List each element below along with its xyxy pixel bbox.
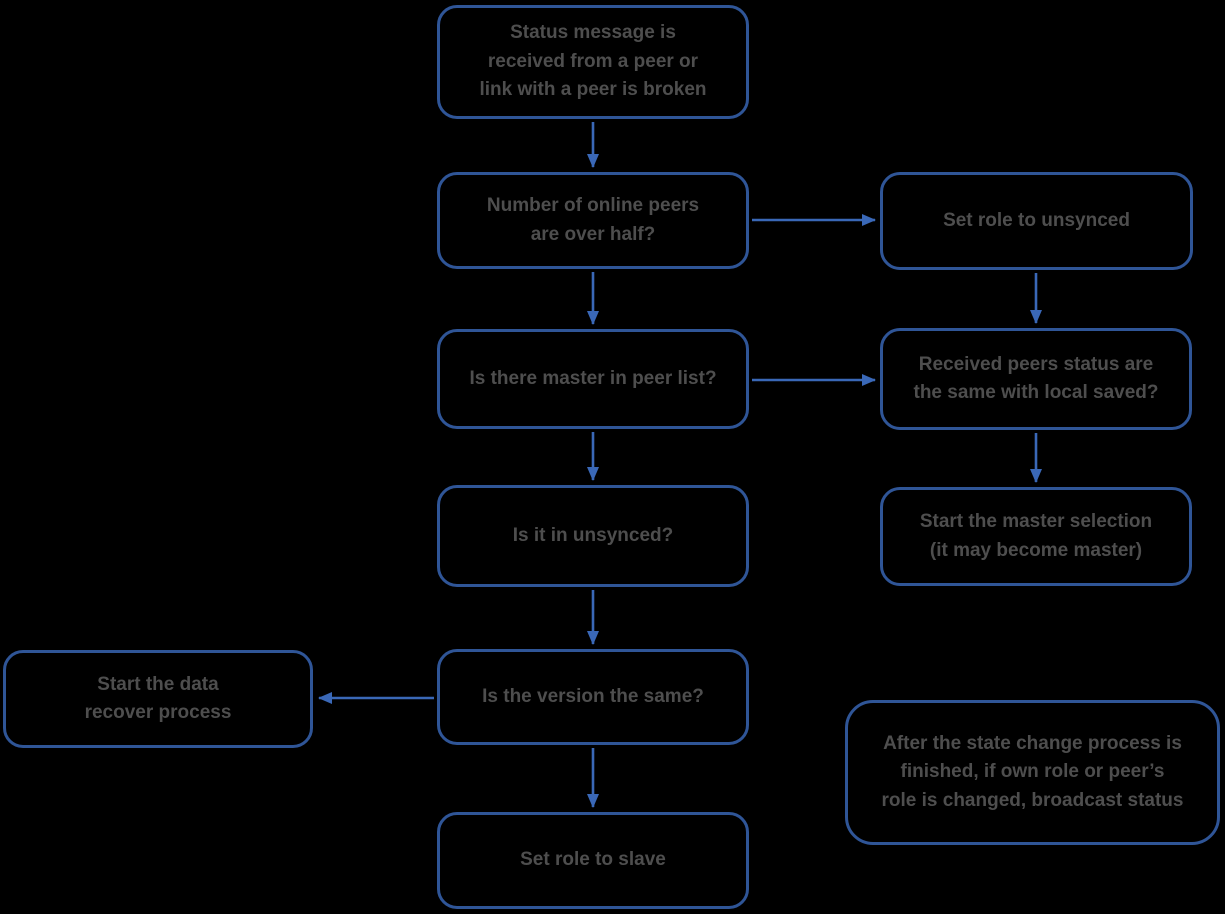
node-set-role-unsynced: Set role to unsynced [880, 172, 1193, 270]
node-status-received: Status message is received from a peer o… [437, 5, 749, 119]
node-peers-status-same: Received peers status are the same with … [880, 328, 1192, 430]
node-is-in-unsynced: Is it in unsynced? [437, 485, 749, 587]
node-master-in-peer-list: Is there master in peer list? [437, 329, 749, 429]
node-peers-over-half: Number of online peers are over half? [437, 172, 749, 269]
node-broadcast-status-note: After the state change process is finish… [845, 700, 1220, 845]
node-set-role-slave: Set role to slave [437, 812, 749, 909]
node-start-data-recover: Start the data recover process [3, 650, 313, 748]
node-start-master-selection: Start the master selection (it may becom… [880, 487, 1192, 586]
node-version-same: Is the version the same? [437, 649, 749, 745]
